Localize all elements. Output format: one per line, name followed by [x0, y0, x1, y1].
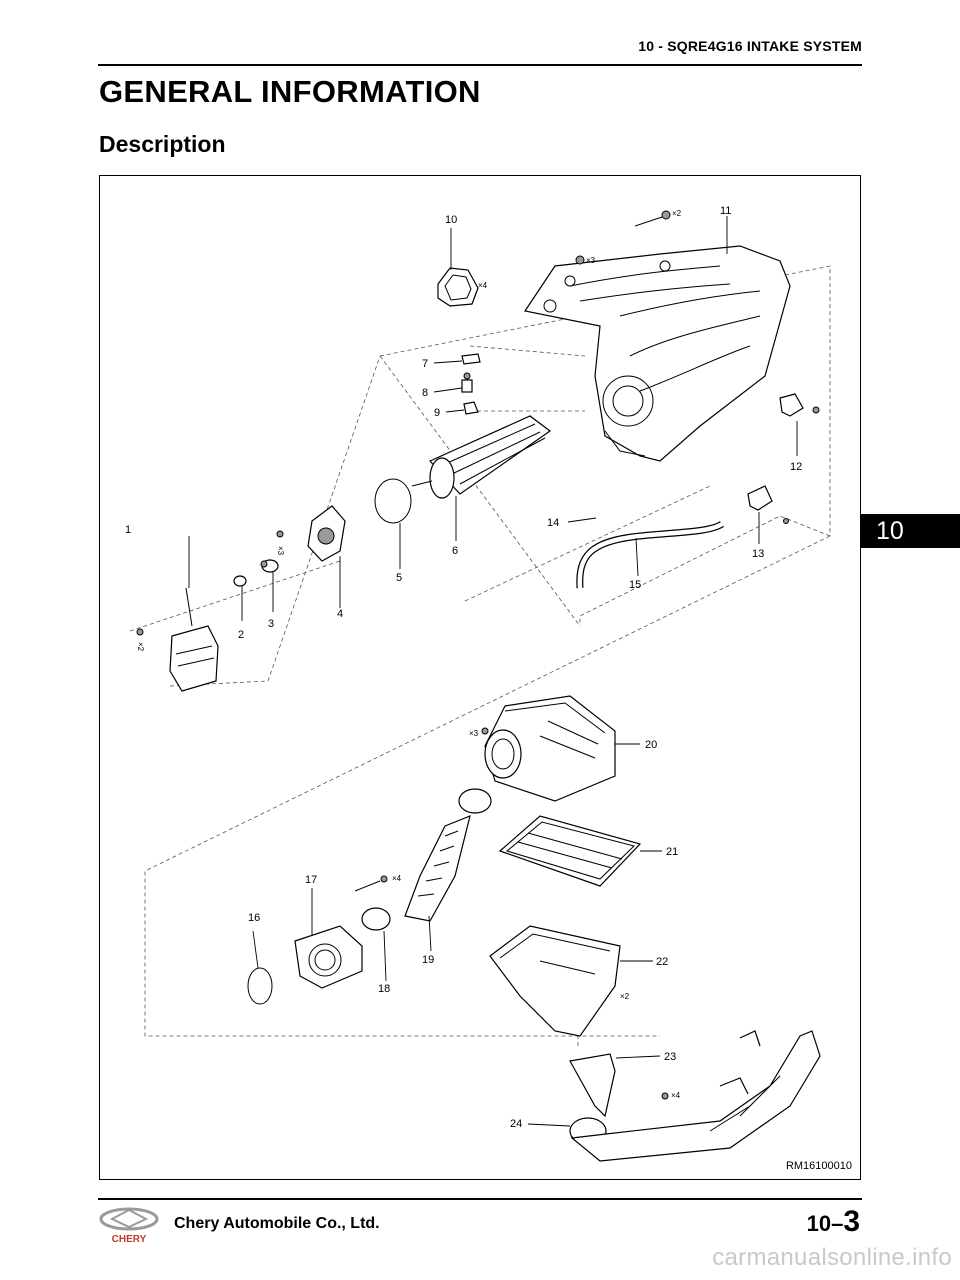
company-name: Chery Automobile Co., Ltd. — [174, 1215, 380, 1232]
qty-x4-throttle: ×4 — [392, 874, 402, 883]
actuator — [136, 587, 219, 692]
qty-x3-manifold: ×3 — [586, 256, 596, 265]
exploded-diagram: 1 2 3 4 5 6 7 8 9 10 11 12 13 14 15 16 1… — [99, 175, 861, 1180]
section-subheading: Description — [99, 131, 226, 157]
air-duct — [404, 815, 471, 922]
callout-4: 4 — [337, 608, 343, 620]
callout-12: 12 — [790, 461, 802, 473]
watermark: carmanualsonline.info — [712, 1244, 952, 1271]
page-heading: GENERAL INFORMATION — [99, 74, 481, 109]
air-cleaner-cover — [481, 695, 616, 802]
qty-x2-lower: ×2 — [620, 992, 630, 1001]
callout-17: 17 — [305, 874, 317, 886]
callout-19: 19 — [422, 954, 434, 966]
air-filter — [498, 815, 642, 887]
callout-14: 14 — [547, 517, 559, 529]
diagram-drawing: 1 2 3 4 5 6 7 8 9 10 11 12 13 14 15 16 1… — [125, 205, 831, 1162]
qty-x4-gasket: ×4 — [478, 281, 488, 290]
figure-id: RM16100010 — [785, 1160, 852, 1172]
chery-logo-icon: CHERY — [98, 1206, 160, 1246]
callout-21: 21 — [666, 846, 678, 858]
callout-8: 8 — [422, 387, 428, 399]
callout-3: 3 — [268, 618, 274, 630]
header-rule — [98, 64, 862, 66]
callout-7: 7 — [422, 358, 428, 370]
page-number: 10–3 — [807, 1205, 860, 1239]
callout-1: 1 — [125, 524, 131, 536]
callout-20: 20 — [645, 739, 657, 751]
manifold-gasket — [437, 267, 479, 307]
section-header: 10 - SQRE4G16 INTAKE SYSTEM — [638, 38, 862, 54]
chapter-tab: 10 — [860, 514, 960, 548]
logo-text: CHERY — [112, 1234, 147, 1245]
page-num: 3 — [843, 1205, 860, 1238]
callout-6: 6 — [452, 545, 458, 557]
callout-22: 22 — [656, 956, 668, 968]
callout-24: 24 — [510, 1118, 522, 1130]
qty-x2-top: ×2 — [672, 209, 682, 218]
air-cleaner-base — [489, 925, 621, 1037]
callout-16: 16 — [248, 912, 260, 924]
throttle-body — [294, 925, 363, 989]
callout-23: 23 — [664, 1051, 676, 1063]
callout-11: 11 — [720, 205, 731, 217]
callout-18: 18 — [378, 983, 390, 995]
callout-15: 15 — [629, 579, 641, 591]
footer-rule — [98, 1198, 862, 1200]
page-prefix: 10– — [806, 1211, 844, 1236]
callout-2: 2 — [238, 629, 244, 641]
callout-9: 9 — [434, 407, 440, 419]
callout-10: 10 — [445, 214, 457, 226]
callout-13: 13 — [752, 548, 764, 560]
qty-x3-vertical: ×3 — [276, 546, 285, 556]
qty-x4-bracket: ×4 — [671, 1091, 681, 1100]
qty-x2-vertical: ×2 — [136, 642, 145, 652]
qty-x3-airbox: ×3 — [469, 729, 479, 738]
air-inlet-duct — [569, 1030, 821, 1162]
intake-manifold — [524, 245, 791, 462]
valve-assembly — [411, 415, 552, 499]
callout-5: 5 — [396, 572, 402, 584]
